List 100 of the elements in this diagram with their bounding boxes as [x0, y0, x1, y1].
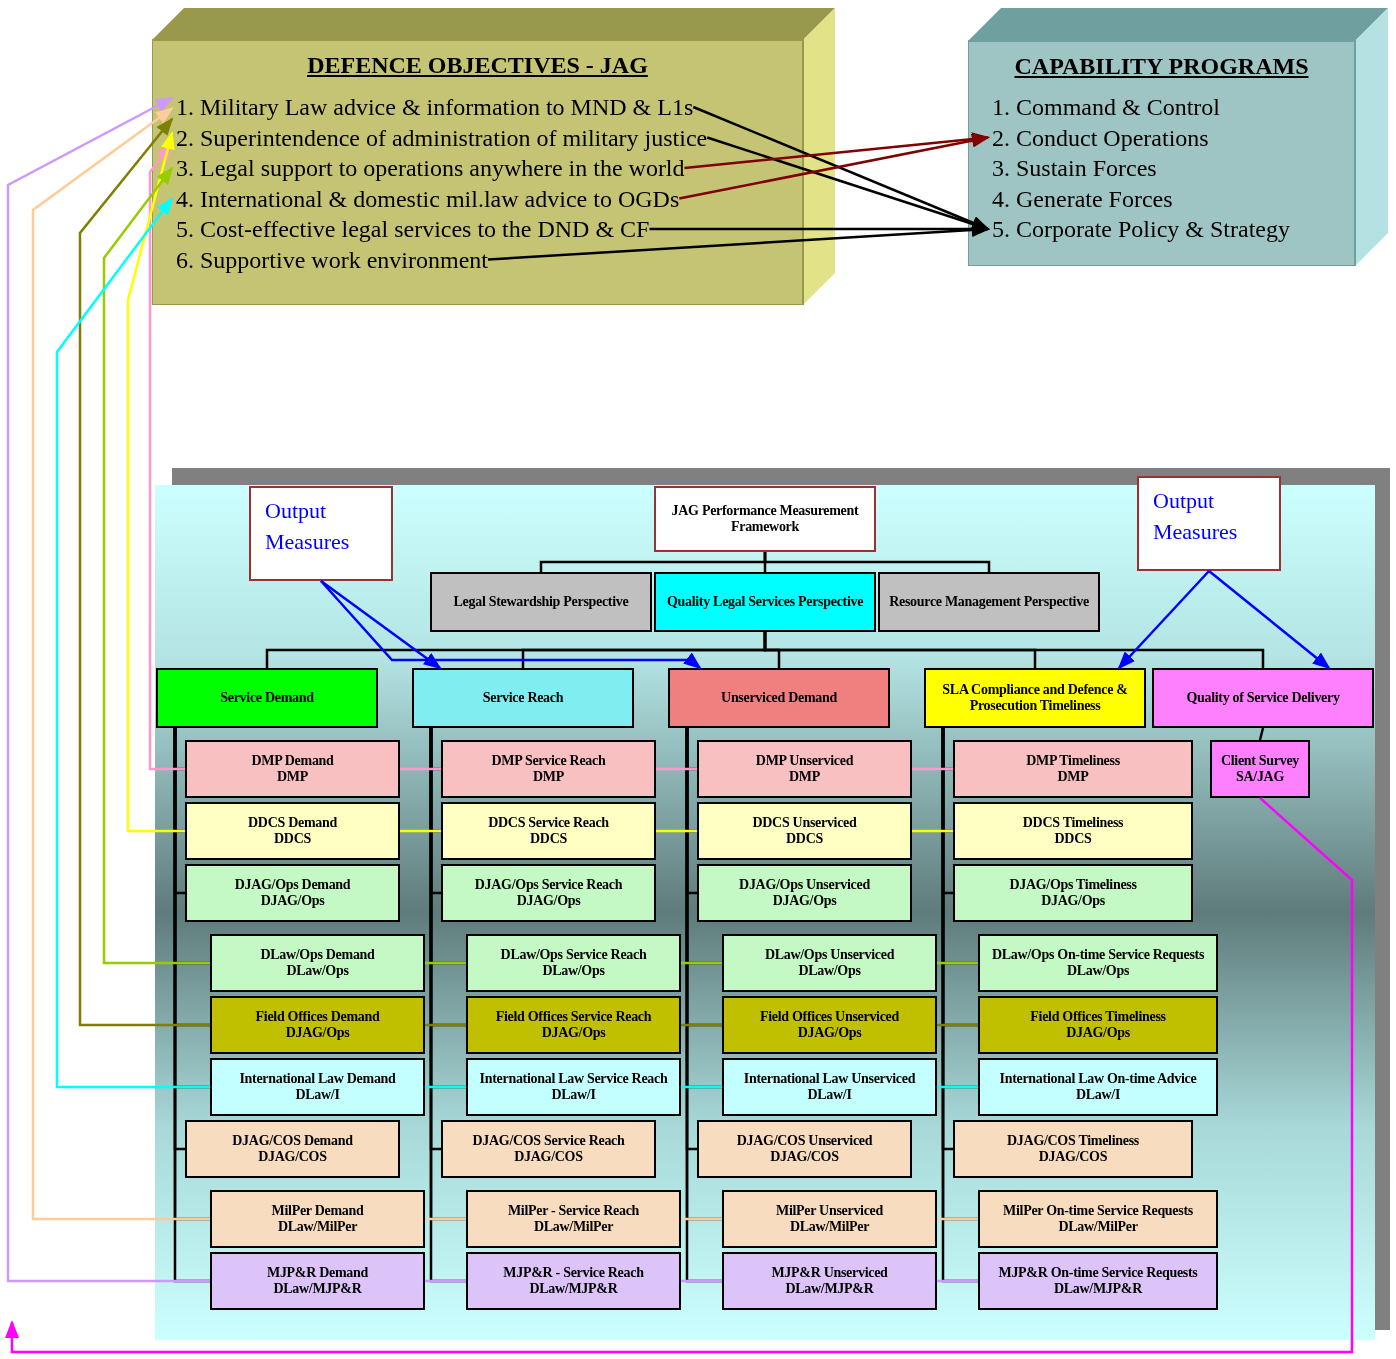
measure-name: MJP&R Unserviced [771, 1264, 888, 1281]
connector-line [937, 1023, 978, 1027]
measure-name: DMP Demand [251, 752, 334, 769]
measure-box [441, 802, 656, 860]
measure-name: Field Offices Service Reach [495, 1008, 652, 1025]
connector-line [1258, 727, 1265, 741]
measure-name: International Law Service Reach [479, 1070, 668, 1087]
measure-box [722, 934, 937, 992]
measure-name: DDCS Unserviced [752, 814, 857, 831]
measure-box [466, 1190, 681, 1248]
measure-name: MilPer - Service Reach [507, 1202, 640, 1219]
connector-line [425, 1085, 466, 1089]
measure-box [185, 1120, 400, 1178]
unit-label: DLaw/Ops [798, 963, 861, 980]
measure-name: DDCS Demand [248, 814, 337, 831]
measure-box [466, 1058, 681, 1116]
measure-name: MilPer Unserviced [776, 1202, 883, 1219]
unit-label: DJAG/Ops [1066, 1025, 1130, 1042]
unit-label: DDCS [786, 831, 823, 848]
unit-label: DJAG/Ops [516, 893, 581, 910]
unit-label: DLaw/MilPer [277, 1219, 358, 1236]
measure-box [210, 996, 425, 1054]
measure-name: Client Survey [1220, 752, 1300, 769]
connector-line [400, 829, 441, 833]
category-label: Service Reach [482, 689, 564, 707]
perspective-box [430, 572, 652, 632]
unit-label: DDCS [530, 831, 567, 848]
measure-box [185, 802, 400, 860]
measure-box [210, 1058, 425, 1116]
measure-name: DJAG/Ops Demand [234, 876, 351, 893]
unit-label: DLaw/Ops [1066, 963, 1130, 980]
measure-box [953, 864, 1193, 922]
measure-name: DMP Unserviced [755, 752, 854, 769]
measure-box [1210, 740, 1310, 798]
arrow [1117, 570, 1210, 670]
connector-line [763, 632, 1265, 668]
unit-label: DLaw/I [1075, 1087, 1121, 1104]
connector-line [681, 1279, 722, 1283]
unit-label: DDCS [274, 831, 311, 848]
connector-line [656, 829, 697, 833]
measure-name: DMP Timeliness [1026, 752, 1120, 769]
unit-label: DJAG/Ops [1041, 893, 1105, 910]
measure-name: DJAG/COS Service Reach [472, 1132, 625, 1149]
unit-label: DJAG/Ops [541, 1025, 606, 1042]
unit-label: DMP [277, 769, 308, 786]
perspective-box [878, 572, 1100, 632]
measure-name: DLaw/Ops Service Reach [500, 946, 647, 963]
connector-line [400, 767, 441, 771]
category-box [668, 668, 890, 728]
measure-name: MJP&R Demand [267, 1264, 368, 1281]
unit-label: SA/JAG [1236, 769, 1284, 786]
category-box [412, 668, 634, 728]
measure-box [978, 934, 1218, 992]
connector-line [937, 961, 978, 965]
measure-name: DJAG/COS Timeliness [1007, 1132, 1139, 1149]
unit-label: DLaw/MJP&R [529, 1281, 618, 1298]
unit-label: DLaw/MilPer [789, 1219, 870, 1236]
measure-name: International Law On-time Advice [999, 1070, 1197, 1087]
unit-label: DLaw/I [295, 1087, 340, 1104]
connector-line [681, 1023, 722, 1027]
measure-box [978, 1058, 1218, 1116]
unit-label: DJAG/COS [514, 1149, 583, 1166]
connector-line [425, 961, 466, 965]
arrow [6, 96, 210, 1283]
connector-line [425, 1279, 466, 1283]
connector-line [681, 961, 722, 965]
unit-label: DJAG/Ops [285, 1025, 350, 1042]
connector-line [937, 1085, 978, 1089]
measure-name: Field Offices Timeliness [1030, 1008, 1166, 1025]
arrow [320, 580, 702, 670]
unit-label: DMP [1057, 769, 1089, 786]
measure-name: DDCS Service Reach [488, 814, 609, 831]
callout-text: Output Measures [265, 498, 350, 554]
unit-label: DJAG/Ops [797, 1025, 862, 1042]
unit-label: DLaw/MJP&R [785, 1281, 874, 1298]
unit-label: DJAG/Ops [772, 893, 837, 910]
unit-label: DJAG/Ops [260, 893, 325, 910]
measure-box [466, 934, 681, 992]
measure-name: MJP&R On-time Service Requests [998, 1264, 1198, 1281]
measure-box [722, 1252, 937, 1310]
perspective-label: Quality Legal Services Perspective [666, 593, 864, 611]
category-label: SLA Compliance and Defence & Prosecution Timeliness [941, 681, 1129, 715]
connector-line [937, 1217, 978, 1221]
unit-label: DLaw/Ops [286, 963, 349, 980]
measure-box [441, 1120, 656, 1178]
connector-line [937, 1279, 978, 1283]
arrow [55, 196, 210, 1089]
connector-line [425, 1217, 466, 1221]
measure-name: MilPer Demand [271, 1202, 364, 1219]
box-title: JAG Performance Measurement Framework [670, 502, 860, 536]
arrow [126, 131, 185, 833]
measure-box [210, 934, 425, 992]
measure-box [697, 864, 912, 922]
arrow [31, 107, 210, 1221]
measure-box [210, 1252, 425, 1310]
unit-label: DLaw/MJP&R [1054, 1281, 1142, 1298]
arrow [78, 117, 210, 1027]
measure-box [953, 802, 1193, 860]
category-box [1152, 668, 1374, 728]
unit-label: DLaw/MJP&R [273, 1281, 362, 1298]
